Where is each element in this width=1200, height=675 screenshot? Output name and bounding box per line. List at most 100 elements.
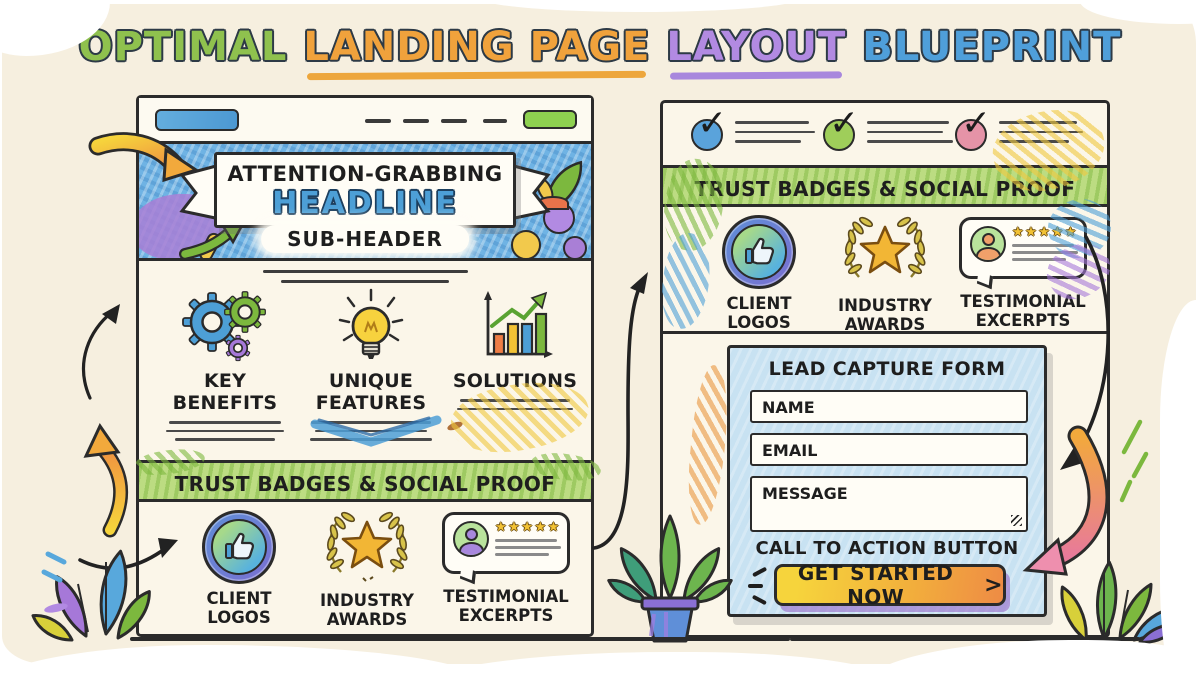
- text-line: [263, 270, 468, 273]
- torn-paper-edge: [1160, 300, 1200, 675]
- get-started-button-label: GET STARTED NOW: [797, 561, 954, 609]
- placeholder-text-lines: [149, 421, 301, 441]
- badge-label-line: LOGOS: [727, 312, 791, 332]
- browser-chrome: [139, 98, 591, 144]
- browser-menu-dash: [441, 119, 467, 123]
- feature-unique-features: UNIQUE FEATURES: [295, 288, 447, 441]
- avatar: [970, 226, 1006, 262]
- browser-action-button[interactable]: [523, 110, 577, 129]
- orange-arrow-up-icon: [83, 422, 129, 538]
- subheader-label: SUB-HEADER: [261, 225, 469, 253]
- cta-caption: CALL TO ACTION BUTTON: [755, 538, 1019, 559]
- thumbs-up-icon: [225, 532, 254, 560]
- checkmark-circle-icon: [691, 119, 723, 151]
- laurel-star-icon: [297, 506, 437, 586]
- message-field[interactable]: MESSAGE: [750, 476, 1028, 532]
- torn-paper-edge: [420, 652, 920, 675]
- name-field[interactable]: NAME: [750, 390, 1028, 423]
- leaf-cluster-left-icon: [31, 549, 151, 642]
- browser-menu-dash: [483, 119, 507, 123]
- badge-label-line: TESTIMONIAL: [960, 292, 1086, 311]
- checklist-text-lines: [735, 121, 815, 143]
- badge-label-line: INDUSTRY: [838, 296, 932, 315]
- ground-line: [130, 637, 790, 641]
- badge-client-logos: CLIENT LOGOS: [169, 510, 309, 628]
- check-scribble-decoration: [310, 415, 463, 447]
- page-title: OPTIMAL LANDING PAGE LAYOUT BLUEPRINT: [0, 24, 1200, 70]
- laurel-star-icon: [815, 211, 955, 291]
- checkmark-glyph: ✓: [697, 103, 728, 144]
- testimonial-card-icon: ★★★★★: [442, 512, 570, 585]
- email-field[interactable]: EMAIL: [750, 433, 1028, 466]
- torn-paper-edge: [480, 0, 800, 12]
- potted-plant-icon: [607, 514, 733, 643]
- feature-key-benefits: KEY BENEFITS: [149, 288, 301, 441]
- checkmark-circle-icon: [823, 119, 855, 151]
- form-title: LEAD CAPTURE FORM: [768, 358, 1006, 380]
- trust-band: TRUST BADGES & SOCIAL PROOF: [139, 460, 591, 502]
- landing-page-wireframe: ATTENTION-GRABBING HEADLINE SUB-HEADER: [133, 95, 603, 637]
- checklist-item: ✓: [691, 103, 825, 163]
- email-field-label: EMAIL: [762, 441, 818, 460]
- headline-text-box: ATTENTION-GRABBING HEADLINE: [214, 152, 516, 228]
- curved-arrow-up-icon: [81, 304, 120, 400]
- sparkle-dash: [468, 234, 480, 242]
- title-word-layout: LAYOUT: [666, 24, 847, 70]
- badge-industry-awards: INDUSTRY AWARDS: [297, 506, 437, 630]
- badge-label-line: TESTIMONIAL: [443, 587, 569, 606]
- bubble-decoration: [511, 230, 541, 258]
- title-word-landing-page: LANDING PAGE: [303, 24, 651, 70]
- thumbs-up-badge-icon: [202, 510, 276, 584]
- arrow-left-to-right-panel-icon: [592, 272, 648, 550]
- checkmark-circle-icon: [955, 119, 987, 151]
- badge-industry-awards: INDUSTRY AWARDS: [815, 211, 955, 335]
- checklist-item: ✓: [823, 103, 957, 163]
- badge-label-line: AWARDS: [326, 609, 408, 629]
- badge-testimonial-excerpts: ★★★★★ TESTIMONIAL EXCERPTS: [431, 512, 581, 626]
- thumbs-up-icon: [745, 237, 774, 265]
- checkmark-glyph: ✓: [961, 103, 992, 144]
- badge-label-line: EXCERPTS: [458, 605, 554, 625]
- trust-and-form-wireframe: ✓ ✓ ✓ TRUST BADGES & SOCIAL PROOF: [656, 97, 1122, 638]
- name-field-label: NAME: [762, 398, 815, 417]
- headline-line-1: ATTENTION-GRABBING: [227, 162, 503, 186]
- ribbon-right-tail: [508, 163, 551, 221]
- checklist-item: ✓: [955, 103, 1089, 163]
- features-section: KEY BENEFITS: [139, 264, 594, 462]
- feature-label: UNIQUE FEATURES: [315, 370, 427, 414]
- thumbs-up-badge-icon: [722, 215, 796, 289]
- resize-handle-icon[interactable]: [1011, 515, 1022, 526]
- orange-arrow-to-cta-icon: [1022, 425, 1109, 576]
- section-divider: [663, 331, 1107, 334]
- feature-label: KEY BENEFITS: [172, 370, 278, 414]
- browser-back-button[interactable]: [155, 109, 239, 131]
- badge-label-line: INDUSTRY: [320, 591, 414, 610]
- badge-label-line: LOGOS: [207, 607, 271, 627]
- lead-capture-form: LEAD CAPTURE FORM NAME EMAIL MESSAGE CAL…: [727, 345, 1047, 617]
- emphasis-dash: [752, 594, 767, 605]
- orange-arrow-to-headline-icon: [88, 132, 200, 183]
- badge-label-line: AWARDS: [844, 314, 926, 334]
- speech-bubble-tail: [459, 565, 477, 585]
- ground-line: [790, 637, 1140, 641]
- review-text-lines: [495, 539, 561, 556]
- headline-line-2: HEADLINE: [272, 186, 458, 221]
- chevron-right-icon: >: [984, 572, 1003, 598]
- checklist-text-lines: [867, 121, 953, 143]
- emphasis-dash: [748, 584, 763, 588]
- title-word-blueprint: BLUEPRINT: [862, 24, 1122, 70]
- leaf-cluster-right-icon: [1060, 560, 1179, 644]
- get-started-button[interactable]: GET STARTED NOW >: [774, 561, 1006, 609]
- badge-label-line: CLIENT: [726, 294, 792, 313]
- five-star-rating: ★★★★★: [495, 520, 561, 535]
- title-word-optimal: OPTIMAL: [78, 24, 288, 70]
- bar-chart-icon: [439, 288, 591, 366]
- speech-bubble-tail: [976, 270, 994, 290]
- text-line: [281, 280, 449, 283]
- badge-client-logos: CLIENT LOGOS: [691, 215, 827, 333]
- gears-icon: [149, 288, 301, 366]
- hero-section: ATTENTION-GRABBING HEADLINE SUB-HEADER: [139, 144, 591, 261]
- green-dashes-decoration: [1119, 419, 1149, 503]
- emphasis-dash: [752, 566, 767, 577]
